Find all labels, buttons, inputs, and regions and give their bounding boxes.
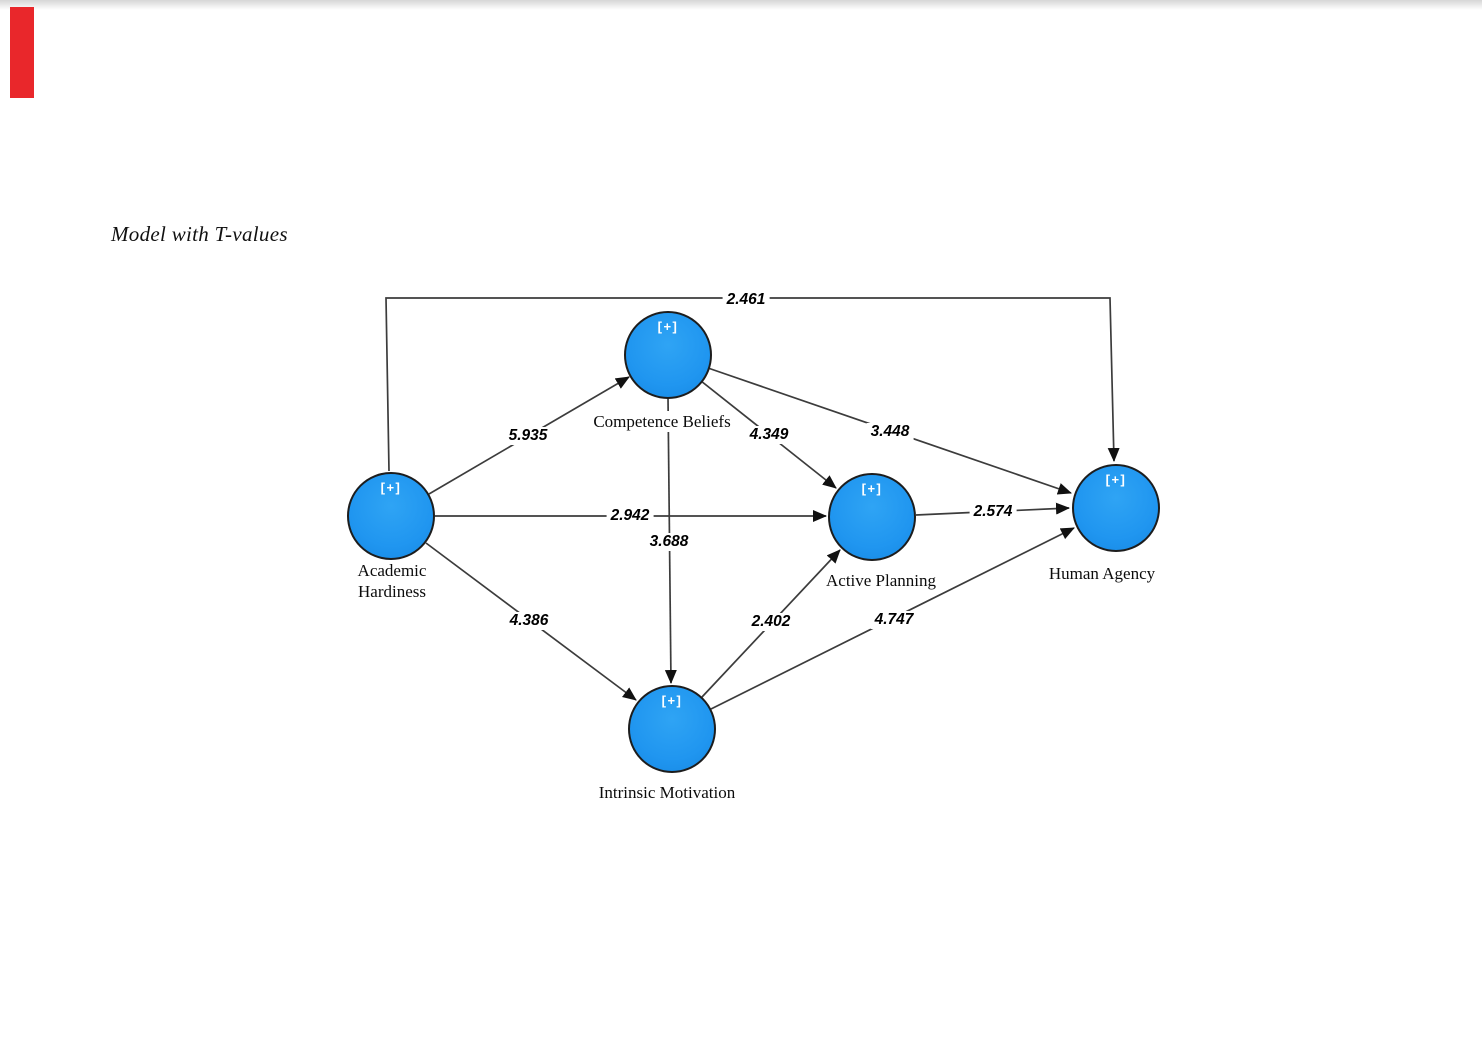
diagram-title: Model with T-values — [111, 222, 288, 246]
t-value-academic-hardiness-intrinsic-motivation: 4.386 — [505, 612, 553, 630]
t-value-competence-beliefs-human-agency: 3.448 — [866, 423, 914, 441]
measurement-indicator: [+] — [661, 693, 683, 708]
measurement-indicator: [+] — [1105, 472, 1127, 487]
measurement-indicator: [+] — [861, 481, 883, 496]
path-academic-hardiness-human-agency — [385, 297, 1120, 472]
t-value-competence-beliefs-intrinsic-motivation: 3.688 — [645, 533, 693, 551]
node-active-planning[interactable]: [+] — [828, 473, 916, 561]
t-value-competence-beliefs-active-planning: 4.349 — [745, 426, 793, 444]
t-value-intrinsic-motivation-active-planning: 2.402 — [747, 613, 795, 631]
window-top-shadow — [0, 0, 1482, 10]
t-value-intrinsic-motivation-human-agency: 4.747 — [870, 611, 918, 629]
node-intrinsic-motivation[interactable]: [+] — [628, 685, 716, 773]
t-value-academic-hardiness-active-planning: 2.942 — [606, 507, 654, 525]
node-label-line: Hardiness — [358, 582, 426, 601]
node-label-academic-hardiness: Academic Hardiness — [355, 560, 429, 602]
node-human-agency[interactable]: [+] — [1072, 464, 1160, 552]
t-value-active-planning-human-agency: 2.574 — [969, 503, 1017, 521]
node-label-active-planning: Active Planning — [823, 570, 939, 591]
t-value-academic-hardiness-competence-beliefs: 5.935 — [504, 427, 552, 445]
node-label-intrinsic-motivation: Intrinsic Motivation — [596, 782, 738, 803]
node-label-human-agency: Human Agency — [1046, 563, 1158, 584]
node-label-line: Academic — [357, 561, 427, 580]
t-value-academic-hardiness-human-agency: 2.461 — [722, 291, 770, 309]
node-competence-beliefs[interactable]: [+] — [624, 311, 712, 399]
measurement-indicator: [+] — [380, 480, 402, 495]
node-label-competence-beliefs: Competence Beliefs — [591, 411, 733, 432]
measurement-indicator: [+] — [657, 319, 679, 334]
node-academic-hardiness[interactable]: [+] — [347, 472, 435, 560]
red-marker-bar — [10, 7, 34, 98]
